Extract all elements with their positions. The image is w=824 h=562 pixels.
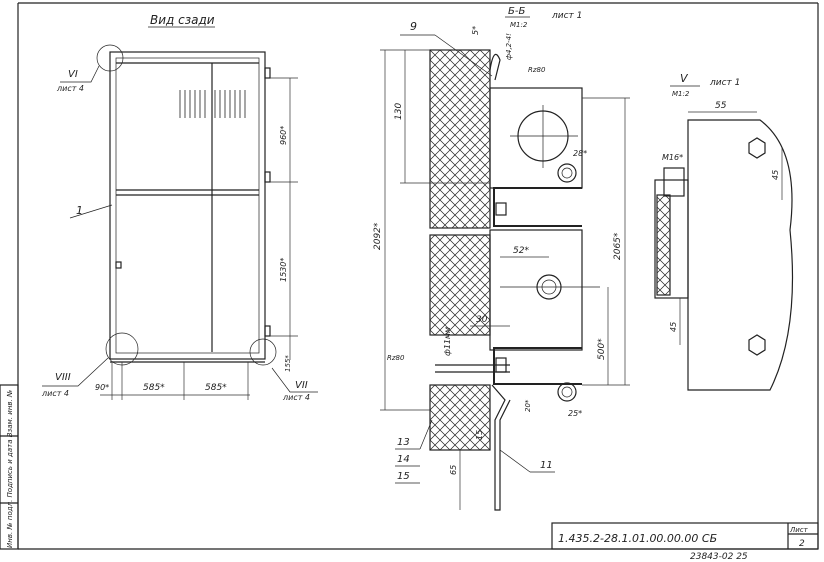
dim-phi11: ф11мм — [443, 327, 452, 356]
dim-585-right: 585* — [205, 383, 227, 393]
dim-phi42: ф4,2-4! — [505, 33, 513, 60]
archive-number: 23843-02 25 — [690, 552, 748, 562]
position-11: 11 — [540, 460, 553, 471]
section-scale: М1:2 — [510, 21, 528, 29]
rear-view-title: Вид сзади — [150, 13, 215, 27]
callout-viii-sheet: лист 4 — [41, 389, 69, 398]
position-15: 15 — [397, 471, 410, 482]
dim-15: 15 — [475, 430, 484, 440]
dim-65: 65 — [449, 465, 458, 475]
dim-500: 500* — [597, 338, 607, 360]
sheet-number: 2 — [799, 539, 805, 549]
dim-960: 960* — [279, 126, 288, 145]
dim-585-left: 585* — [143, 383, 165, 393]
rear-view: Вид сзади VI лист 4 VIII лист 4 VII лист… — [41, 13, 318, 402]
callout-vi-number: VI — [68, 69, 78, 80]
dim-45-top: 45 — [771, 170, 780, 180]
dim-2065: 2065* — [613, 232, 623, 260]
side-stamp: Инв. № подл. Подпись и дата Взам. инв. № — [6, 390, 14, 548]
detail-number: V — [680, 72, 689, 85]
detail-v: V М1:2 лист 1 55 М16* 45 45 — [654, 72, 794, 391]
dim-m16: М16* — [662, 153, 683, 162]
dim-55: 55 — [715, 101, 727, 111]
dim-20: 20* — [524, 399, 532, 412]
dim-90: 90* — [95, 383, 109, 392]
detail-scale: М1:2 — [672, 90, 690, 98]
callout-vii-number: VII — [295, 380, 308, 391]
title-block: 1.435.2-28.1.01.00.00.00 СБ Лист 2 23843… — [551, 522, 819, 562]
callout-viii-number: VIII — [55, 372, 71, 383]
dim-155: 155* — [284, 355, 292, 372]
section-title: Б-Б — [508, 6, 525, 17]
dim-30: 30 — [476, 315, 488, 325]
dim-5: 5* — [471, 26, 480, 35]
dim-1530: 1530* — [279, 258, 288, 282]
dim-52: 52* — [513, 246, 529, 256]
callout-vi-sheet: лист 4 — [56, 84, 84, 93]
section-sheet: лист 1 — [551, 11, 582, 21]
position-9: 9 — [410, 20, 417, 33]
dim-25: 25* — [568, 409, 582, 418]
rz80-top: Rz80 — [528, 66, 546, 74]
position-13: 13 — [397, 437, 410, 448]
dim-45-bottom: 45 — [669, 322, 678, 332]
position-14: 14 — [397, 454, 410, 465]
position-1: 1 — [76, 204, 83, 217]
callout-vii-sheet: лист 4 — [282, 393, 310, 402]
dim-28: 28* — [573, 149, 587, 158]
sheet-label: Лист — [789, 526, 809, 534]
section-bb: Б-Б М1:2 лист 1 9 2092* 130 5* ф4,2-4! R… — [373, 6, 630, 511]
detail-sheet: лист 1 — [709, 78, 740, 88]
drawing-designation: 1.435.2-28.1.01.00.00.00 СБ — [558, 532, 717, 545]
sheet-frame — [0, 2, 819, 550]
dim-2092: 2092* — [373, 222, 383, 250]
dim-130: 130 — [394, 103, 404, 120]
rz80-bottom: Rz80 — [387, 354, 405, 362]
